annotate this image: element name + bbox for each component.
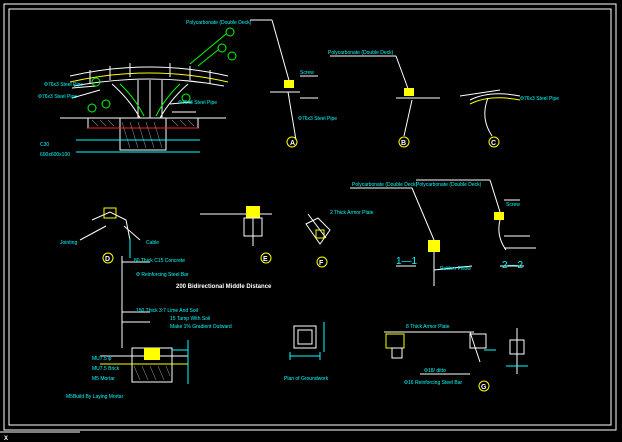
label-screw-a: Screw	[300, 70, 314, 76]
label-polycarb-a: Polycarbonate (Double Deck)	[186, 20, 252, 26]
label-reinforcing-2: Φ16 Reinforcing Steel Bar	[404, 380, 463, 386]
detail-c: C	[459, 89, 521, 148]
label-c30: C30	[40, 142, 49, 148]
groundwork-plan	[289, 322, 325, 360]
canopy-elevation	[60, 27, 237, 153]
section-1-1	[350, 187, 473, 286]
detail-d: D	[79, 207, 141, 264]
label-distance: 200 Bidirectional Middle Distance	[176, 284, 272, 290]
marker-b: B	[401, 140, 406, 147]
label-polycarb-d: Polycarbonate (Double Deck)	[416, 182, 482, 188]
label-m5-mortar: M5 Mortar	[92, 376, 115, 382]
label-laying: M5Build By Laying Mortar	[66, 394, 124, 400]
label-armor-2: 8 Thick Armor Plate	[406, 324, 450, 330]
foundation-layers	[100, 256, 189, 384]
section-2-2	[416, 179, 536, 267]
label-c30-dims: 600x600x100	[40, 152, 70, 158]
marker-d: D	[105, 256, 110, 263]
marker-g: G	[481, 384, 487, 391]
marker-e: E	[263, 256, 268, 263]
label-concrete: 80 Thick C15 Concrete	[134, 258, 185, 264]
detail-b: B	[330, 55, 440, 148]
label-reinforcing: Φ Reinforcing Steel Bar	[136, 272, 189, 278]
label-section-11: 1—1	[396, 256, 418, 267]
marker-a: A	[290, 140, 295, 147]
label-steel-pipe-c: Φ76x3 Steel Pipe	[520, 96, 559, 102]
ucs-icon: X	[4, 436, 8, 442]
marker-f: F	[319, 260, 324, 267]
label-cable: Cable	[146, 240, 159, 246]
label-mu75-a: MU7.5 φ	[92, 356, 112, 362]
label-lime-soil: 150 Thick 3:7 Lime And Soil	[136, 308, 198, 314]
detail-f: F	[305, 213, 331, 268]
label-plan-title: Plan of Groundwork	[284, 376, 329, 382]
label-steel-pipe-a: Φ76x3 Steel Pipe	[38, 94, 77, 100]
label-tamp: 15 Tamp With Soil	[170, 316, 210, 322]
detail-e: E	[200, 206, 272, 264]
marker-c: C	[491, 140, 496, 147]
label-armor-1: 2 Thick Armor Plate	[330, 210, 374, 216]
label-polycarb-c: Polycarbonate (Double Deck)	[352, 182, 418, 188]
drawing-inner-border	[8, 8, 612, 426]
label-rubber-pillow: Rubber Pillow	[440, 266, 471, 272]
drawing-border	[3, 3, 617, 431]
detail-a: A	[250, 19, 318, 148]
label-screw-b: Screw	[506, 202, 520, 208]
label-phi-steel: Φ76x3 Steel Pipe	[44, 82, 83, 88]
label-steel-pipe-a2: Φ76x3 Steel Pipe	[298, 116, 337, 122]
label-dim-18: Φ18/ ditto	[424, 368, 446, 374]
label-outward: Make 1% Gradient Outward	[170, 324, 232, 330]
label-section-22: 2—2	[502, 260, 524, 271]
label-steel-pipe-b: Φ76x3 Steel Pipe	[178, 100, 217, 106]
label-polycarb-b: Polycarbonate (Double Deck)	[328, 50, 394, 56]
label-mu75-brick: MU7.5 Brick	[92, 366, 120, 372]
label-jointing: Jointing	[60, 240, 77, 246]
detail-g: G	[384, 328, 528, 392]
